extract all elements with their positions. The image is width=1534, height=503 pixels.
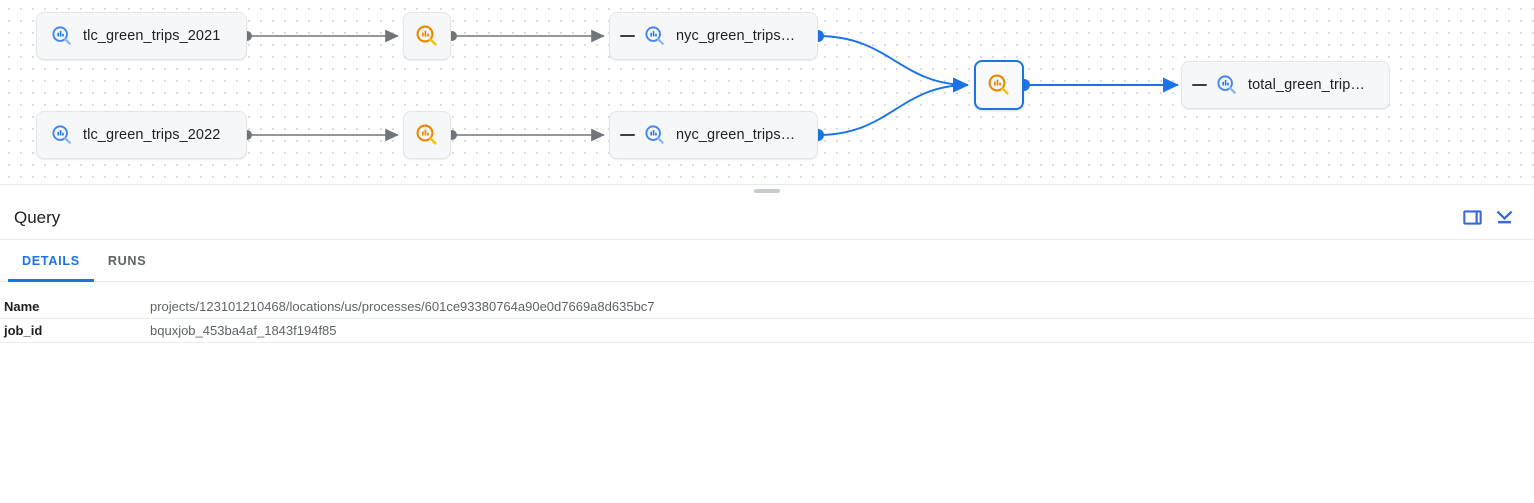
detail-value: projects/123101210468/locations/us/proce… [150, 299, 655, 314]
collapse-panel-icon[interactable] [1488, 202, 1520, 234]
lineage-node-label: nyc_green_trips… [676, 28, 796, 44]
lineage-node-label: total_green_trip… [1248, 77, 1365, 93]
lineage-node-process-selected[interactable] [974, 60, 1024, 110]
panel-resize-splitter[interactable] [0, 184, 1534, 196]
collapse-node-button[interactable] [610, 133, 644, 137]
details-key-value-table: Name projects/123101210468/locations/us/… [0, 295, 1534, 343]
detail-key: job_id [4, 323, 43, 338]
table-row: job_id bquxjob_453ba4af_1843f194f85 [0, 319, 1534, 343]
bigquery-process-icon-orange [987, 73, 1011, 97]
bigquery-table-icon-blue [1216, 74, 1238, 96]
lineage-graph-canvas[interactable]: tlc_green_trips_2021 tlc_green_trips_202… [0, 0, 1534, 184]
bigquery-table-icon-blue [51, 124, 73, 146]
bigquery-process-icon-orange [415, 123, 439, 147]
lineage-node-tlc-green-trips-2022[interactable]: tlc_green_trips_2022 [36, 111, 247, 159]
tab-label: RUNS [107, 253, 147, 268]
bigquery-table-icon-blue [644, 124, 666, 146]
bigquery-process-icon-orange [415, 24, 439, 48]
lineage-node-process-1[interactable] [403, 12, 451, 60]
lineage-node-total-green-trips[interactable]: total_green_trip… [1181, 61, 1390, 109]
bigquery-table-icon-blue [51, 25, 73, 47]
bigquery-table-icon-blue [644, 25, 666, 47]
drag-handle[interactable] [754, 189, 780, 193]
query-details-panel: Query DETAILS RUNS [0, 196, 1534, 503]
tab-details[interactable]: DETAILS [8, 240, 94, 282]
lineage-node-nyc-green-trips-bottom[interactable]: nyc_green_trips… [609, 111, 818, 159]
lineage-node-process-2[interactable] [403, 111, 451, 159]
collapse-node-button[interactable] [1182, 83, 1216, 87]
split-panel-icon[interactable] [1456, 202, 1488, 234]
tab-runs[interactable]: RUNS [94, 240, 160, 281]
lineage-node-label: nyc_green_trips… [676, 127, 796, 143]
lineage-node-label: tlc_green_trips_2022 [83, 127, 221, 143]
lineage-node-nyc-green-trips-top[interactable]: nyc_green_trips… [609, 12, 818, 60]
panel-header: Query [0, 196, 1534, 240]
lineage-node-label: tlc_green_trips_2021 [83, 28, 221, 44]
detail-value: bquxjob_453ba4af_1843f194f85 [150, 323, 337, 338]
panel-tabs: DETAILS RUNS [0, 240, 1534, 282]
tab-label: DETAILS [22, 253, 80, 268]
table-row: Name projects/123101210468/locations/us/… [0, 295, 1534, 319]
detail-key: Name [4, 299, 40, 314]
panel-title: Query [14, 207, 61, 227]
collapse-node-button[interactable] [610, 34, 644, 38]
lineage-node-tlc-green-trips-2021[interactable]: tlc_green_trips_2021 [36, 12, 247, 60]
